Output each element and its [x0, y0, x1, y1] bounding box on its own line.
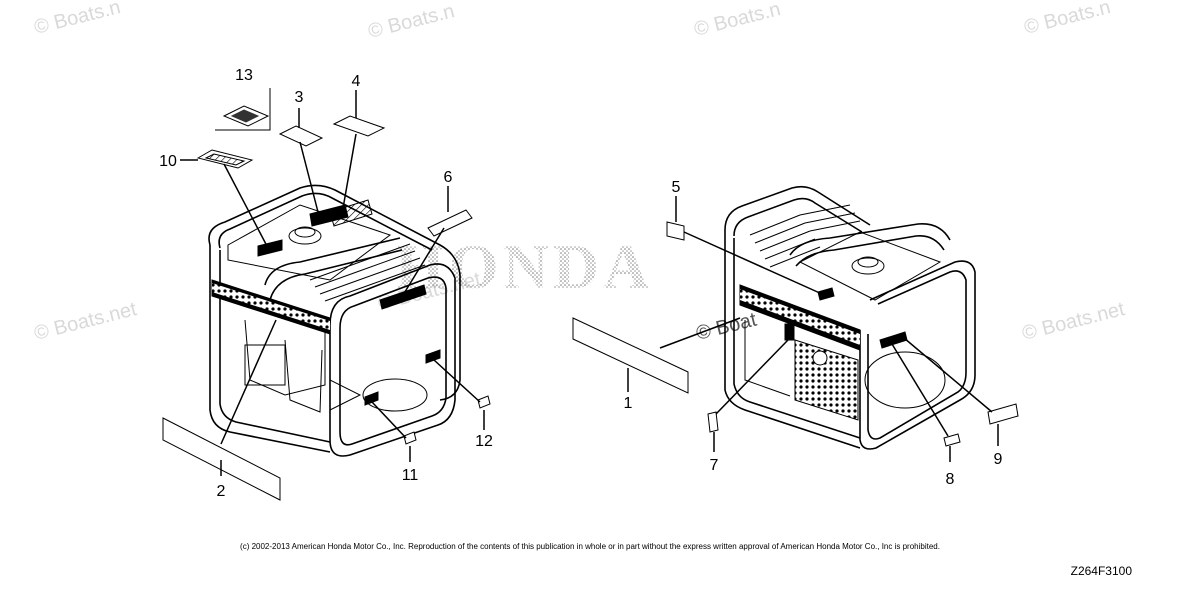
part-8-label: [943, 433, 961, 447]
part-7-label: [707, 411, 719, 433]
callout-2: 2: [217, 483, 226, 500]
label-6-location: [379, 284, 427, 310]
drawing-number: Z264F3100: [1070, 564, 1132, 578]
callout-1: 1: [624, 395, 633, 412]
watermark-top-left: © Boats.n: [32, 0, 123, 39]
label-4-location: [329, 199, 373, 227]
leader-lines: [180, 90, 999, 476]
label-11-location: [364, 391, 379, 406]
watermark-mid-left: © Boats.net: [32, 298, 139, 345]
part-13-owners-label: [215, 88, 271, 131]
callout-numbers: 1 2 3 4 5 6 7 8 9 10 11 12 13: [159, 67, 1002, 500]
watermark-center: © Boat: [694, 309, 759, 345]
label-7-location: [784, 323, 795, 341]
label-5-location: [817, 287, 835, 301]
callout-13: 13: [235, 67, 253, 84]
callout-7: 7: [710, 457, 719, 474]
part-12-label: [477, 395, 491, 409]
callout-12: 12: [475, 433, 493, 450]
part-4-label: [332, 115, 386, 137]
generator-right-view: [724, 185, 976, 450]
callout-9: 9: [994, 451, 1003, 468]
watermark-top-right: © Boats.n: [692, 0, 783, 41]
callout-10: 10: [159, 153, 177, 170]
part-9-label: [987, 403, 1019, 425]
label-10-location: [257, 239, 283, 257]
part-3-label: [278, 125, 324, 147]
watermark-mid-right: © Boats.net: [1020, 298, 1127, 345]
part-6-label: [427, 209, 473, 237]
callout-3: 3: [295, 89, 304, 106]
part-5-label: [666, 221, 685, 241]
callout-4: 4: [352, 73, 361, 90]
callout-8: 8: [946, 471, 955, 488]
watermark-top-far-right: © Boats.n: [1022, 0, 1113, 39]
copyright-notice: (c) 2002-2013 American Honda Motor Co., …: [240, 542, 940, 551]
part-2-label: [162, 417, 281, 501]
part-1-label: [572, 317, 689, 394]
generator-labels-diagram: © Boats.n © Boats.n © Boats.n © Boats.n …: [32, 0, 1127, 501]
callout-5: 5: [672, 179, 681, 196]
part-11-label: [403, 431, 417, 445]
generator-left-view: [208, 184, 461, 457]
watermark-top-center: © Boats.n: [366, 0, 457, 43]
callout-6: 6: [444, 169, 453, 186]
callout-11: 11: [402, 467, 419, 484]
label-12-location: [425, 349, 441, 364]
